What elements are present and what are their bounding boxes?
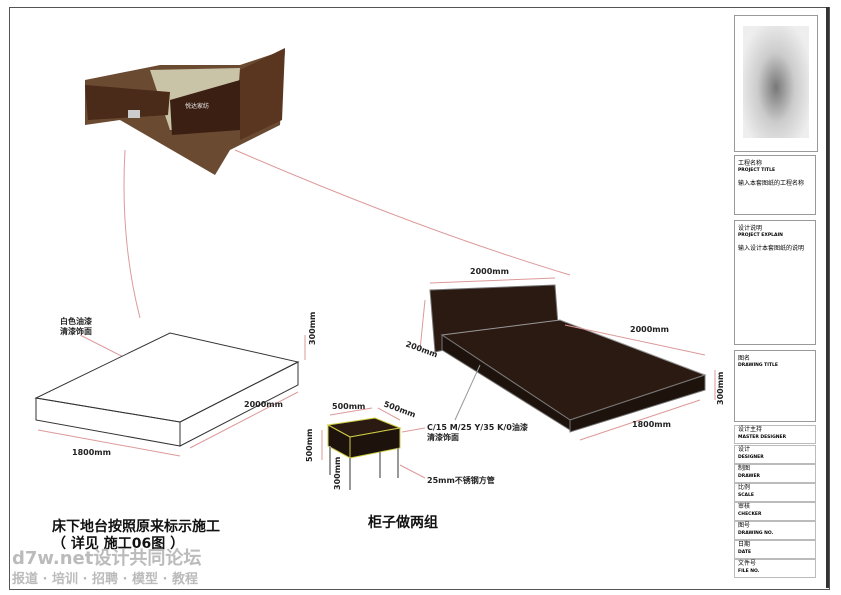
bed-length: 2000mm: [630, 325, 669, 334]
logo-box: [734, 15, 818, 152]
project-title-value[interactable]: 输入本套图纸的工程名称: [738, 180, 805, 187]
bed-height: 300mm: [716, 371, 725, 405]
platform-note: 白色油漆: [60, 317, 92, 326]
stool-caption: 柜子做两组: [368, 515, 438, 531]
platform-caption-ref: （ 详见 施工06图 ）: [52, 536, 185, 552]
booth-render: 悦达家纺: [85, 48, 285, 175]
paint-note2: 清漆饰面: [427, 433, 459, 442]
platform-length: 2000mm: [244, 400, 283, 409]
watermark-site: d7w.net设计共同论坛: [12, 548, 202, 569]
frame-border: [826, 7, 829, 588]
watermark-tagline: 报道 · 培训 · 招聘 · 模型 · 教程: [12, 572, 198, 587]
platform-width: 1800mm: [72, 448, 111, 457]
pipe-note: 25mm不锈钢方管: [427, 476, 495, 485]
platform-height: 300mm: [308, 311, 317, 345]
platform-note2: 清漆饰面: [60, 327, 92, 336]
bed: [429, 284, 707, 433]
project-explain-value[interactable]: 输入设计本套图纸的说明: [738, 245, 805, 252]
stool-height: 500mm: [305, 428, 314, 462]
paint-note: C/15 M/25 Y/35 K/0油漆: [427, 423, 528, 432]
bed-top-width: 2000mm: [470, 267, 509, 276]
logo-image: [743, 26, 809, 138]
stool-width: 500mm: [332, 402, 366, 411]
platform-caption: 床下地台按照原来标示施工: [52, 519, 220, 535]
drawing-frame: [9, 7, 830, 590]
platform: [34, 332, 300, 447]
bed-width: 1800mm: [632, 420, 671, 429]
stool: [326, 417, 402, 490]
booth-sign: 悦达家纺: [185, 102, 209, 110]
stool-leg-height: 300mm: [333, 456, 342, 490]
